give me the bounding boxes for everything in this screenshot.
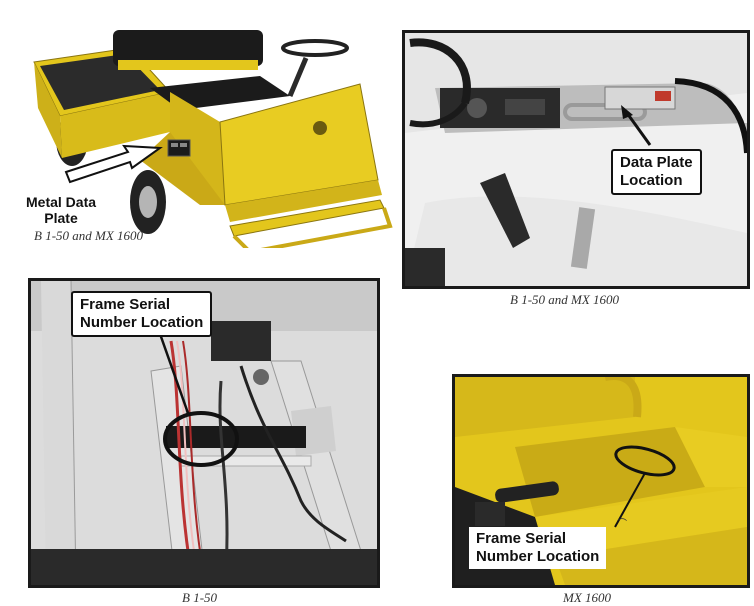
frame-serial-label-mx1600: Frame Serial Number Location [469,527,607,569]
figure-2-caption: B 1-50 and MX 1600 [510,292,620,307]
figure-data-plate-location: Data Plate Location [402,30,750,289]
figure-frame-serial-b150: Frame Serial Number Location [28,278,380,588]
figure-frame-serial-mx1600: ⌒ Frame Serial Number Location [452,374,750,588]
frame-serial-label-b150: Frame Serial Number Location [71,291,213,337]
figure-3-caption: B 1-50 [182,590,218,605]
dash-illustration [405,38,747,286]
figure-4-caption: MX 1600 [563,590,612,605]
cart-illustration [33,30,393,248]
svg-text:⌒: ⌒ [617,518,627,530]
figure-cart-overview: Metal Data Plate B 1-50 and MX 1600 [20,0,400,248]
metal-data-plate-label: Metal Data Plate [26,194,97,226]
figure-1-caption: B 1-50 and MX 1600 [34,228,144,243]
data-plate-location-label: Data Plate Location [611,149,702,195]
